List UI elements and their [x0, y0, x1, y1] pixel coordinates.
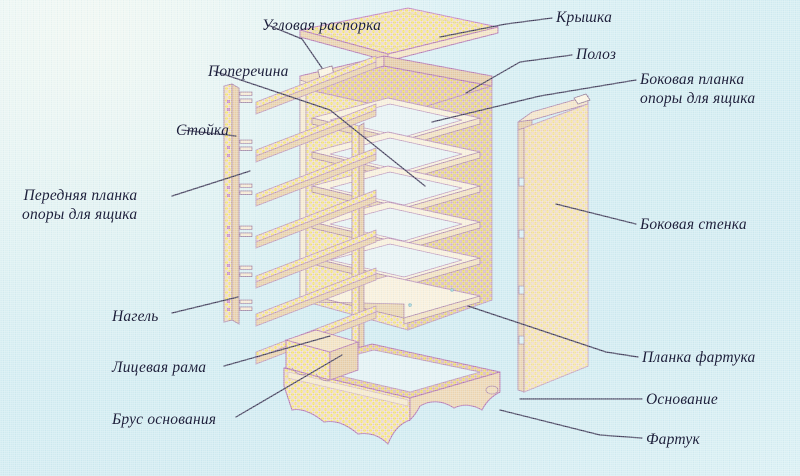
label-side-panel: Боковая стенка: [640, 215, 747, 234]
leader-face-frame: [223, 335, 331, 367]
part-side-panel: [517, 93, 591, 393]
part-face-frame: [223, 55, 377, 365]
label-base-line-1: Основание: [646, 391, 719, 408]
label-drawer-support-side: Боковая планка опоры для ящика: [640, 70, 755, 108]
label-base-rail-line-1: Брус основания: [112, 411, 217, 428]
label-rail: Поперечина: [208, 62, 289, 81]
leader-top: [439, 17, 553, 38]
leader-side-panel: [555, 203, 637, 225]
label-base: Основание: [646, 390, 718, 409]
label-drawer-support-front-line-1: Передняя планка: [23, 187, 138, 204]
leader-dowel: [171, 296, 239, 314]
label-face-frame-line-1: Лицевая рама: [112, 359, 207, 376]
leader-skirt: [499, 409, 643, 439]
leader-corner-brace: [267, 24, 323, 69]
label-top: Крышка: [556, 8, 612, 27]
label-drawer-support-side-line-2: опоры для ящика: [640, 90, 756, 107]
leader-runner: [465, 54, 573, 94]
leader-base-rail: [235, 354, 343, 418]
label-skirt-line-1: Фартук: [646, 431, 700, 448]
label-side-panel-line-1: Боковая стенка: [640, 216, 747, 233]
label-stile: Стойка: [176, 121, 229, 140]
label-drawer-support-front-line-2: опоры для ящика: [22, 206, 138, 223]
label-rail-line-1: Поперечина: [208, 63, 289, 80]
label-corner-brace-line-1: Угловая распорка: [262, 17, 382, 34]
label-drawer-support-front: Передняя планка опоры для ящика: [22, 186, 137, 224]
leader-drawer-support-side: [431, 79, 637, 123]
part-top-panel: [299, 7, 499, 62]
leader-stile: [181, 129, 237, 137]
label-face-frame: Лицевая рама: [112, 358, 206, 377]
part-base-frame: [283, 329, 501, 445]
label-top-line-1: Крышка: [556, 9, 613, 26]
label-skirt-board: Планка фартука: [642, 348, 755, 367]
label-runner-line-1: Полоз: [576, 46, 617, 63]
label-dowel: Нагель: [112, 307, 159, 326]
label-drawer-support-side-line-1: Боковая планка: [640, 71, 745, 88]
label-dowel-line-1: Нагель: [112, 308, 159, 325]
leader-drawer-support-front: [171, 170, 251, 197]
label-skirt-board-line-1: Планка фартука: [642, 349, 756, 366]
label-corner-brace: Угловая распорка: [262, 16, 381, 35]
label-base-rail: Брус основания: [112, 410, 216, 429]
label-skirt: Фартук: [646, 430, 700, 449]
label-stile-line-1: Стойка: [176, 122, 230, 139]
label-runner: Полоз: [576, 45, 616, 64]
leader-lines: [171, 17, 643, 439]
leader-skirt-board: [467, 305, 639, 358]
leader-rail: [213, 70, 426, 187]
